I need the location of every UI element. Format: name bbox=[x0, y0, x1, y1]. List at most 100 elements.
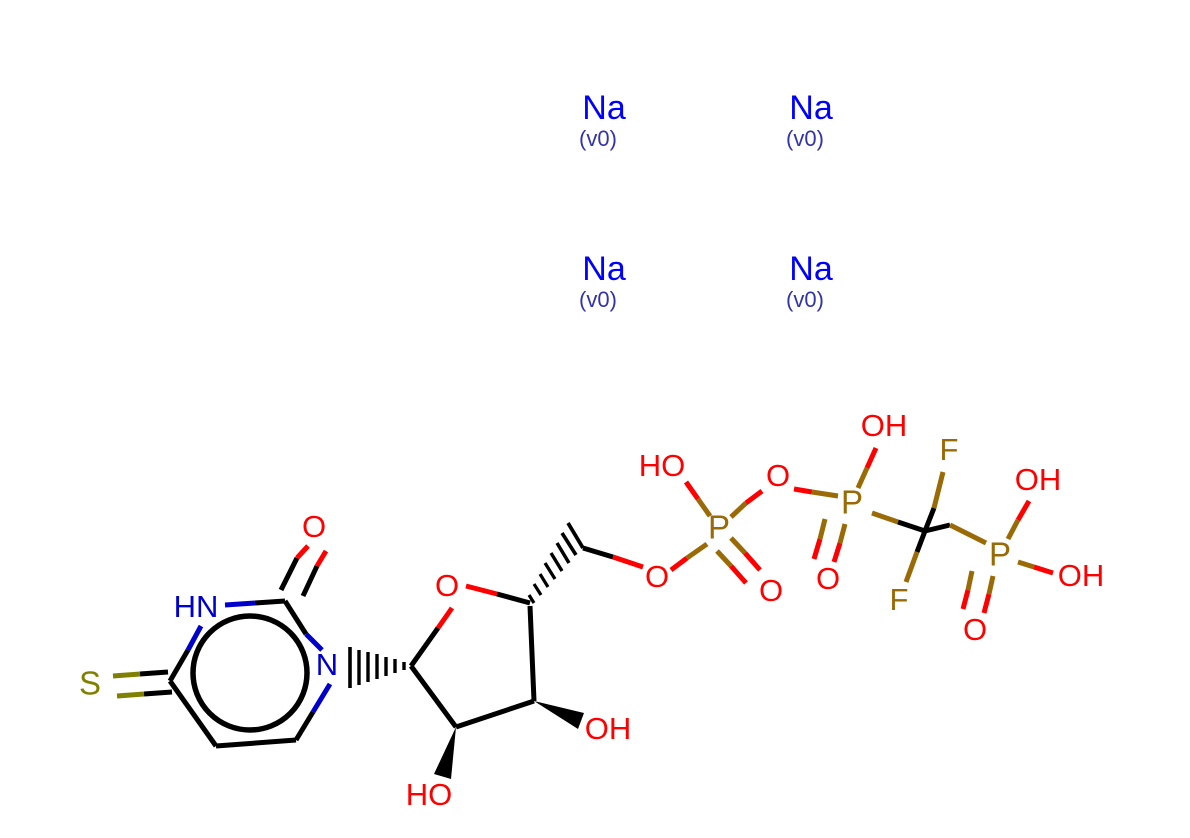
counterion-2: Na(v0) bbox=[786, 89, 833, 151]
bond-c4-s4-lower-a bbox=[143, 689, 173, 697]
bond-c-pg-a bbox=[924, 522, 951, 534]
atom-label-O2prime: HO bbox=[406, 777, 453, 812]
bond-c1p-o4p-b bbox=[435, 606, 455, 630]
atom-label-F2: F bbox=[890, 582, 909, 617]
bond-c4-s4-lower-b bbox=[116, 691, 145, 699]
bond-c1p-o4p-a bbox=[408, 626, 441, 668]
atom-label-O5prime: O bbox=[645, 559, 669, 594]
sodium-valence-label: (v0) bbox=[786, 287, 824, 312]
atom-label-O2: O bbox=[302, 509, 326, 544]
bond-c5-c4 bbox=[167, 679, 219, 748]
sodium-symbol: Na bbox=[789, 250, 833, 288]
bond-pb-oh-a bbox=[855, 466, 870, 490]
atom-label-PG_O: O bbox=[963, 612, 987, 647]
gamma-phosphonate-group bbox=[960, 499, 1054, 614]
atom-label-O4ring: O bbox=[435, 568, 459, 603]
wedge-c3p-oh bbox=[534, 701, 584, 729]
atom-label-N1: N bbox=[316, 647, 338, 682]
bond-pa-o-dbl-b2 bbox=[729, 564, 748, 585]
bond-o4p-c4p-a bbox=[465, 583, 498, 597]
bond-pa-oh-a bbox=[695, 497, 713, 518]
bond-pb-cf2-a bbox=[871, 510, 899, 525]
sodium-valence-label: (v0) bbox=[786, 126, 824, 151]
atom-label-PB: P bbox=[841, 484, 863, 521]
atom-label-F1: F bbox=[940, 432, 959, 467]
atom-label-O_bridge: O bbox=[766, 458, 790, 493]
bond-c5p-o5p-b bbox=[612, 554, 644, 570]
atom-label-S4: S bbox=[79, 665, 101, 702]
bond-c2-n1-a bbox=[282, 599, 309, 636]
bond-c-f1-a bbox=[922, 507, 937, 532]
bond-pg-o-dbl-a1 bbox=[986, 575, 996, 595]
bond-pa-obridge-b bbox=[744, 489, 764, 505]
bond-n1-c6-b bbox=[293, 710, 316, 742]
bond-c4-s4-upper-a bbox=[139, 669, 169, 677]
alpha-phosphate-group bbox=[669, 480, 764, 585]
bond-pa-o-dbl-a1 bbox=[729, 536, 747, 555]
atom-label-PG_OH1: OH bbox=[1015, 462, 1062, 497]
c4p-c5p-hashed-bond bbox=[527, 522, 585, 604]
bond-pb-o-dbl-a1 bbox=[837, 523, 848, 544]
bond-c2-o2-outer-a bbox=[300, 564, 320, 598]
bond-pa-o-dbl-b1 bbox=[715, 549, 733, 568]
wedge-c2p-oh bbox=[434, 727, 456, 779]
atom-label-PB_O: O bbox=[816, 561, 840, 596]
bond-pb-cf2-b bbox=[897, 519, 926, 534]
glycosidic-hashed-bond bbox=[348, 647, 406, 688]
bond-c4-n3-b bbox=[185, 624, 204, 652]
bond-pb-o-dbl-b2 bbox=[811, 538, 823, 560]
bond-pg-o-dbl-b1 bbox=[965, 570, 975, 591]
difluoromethylene-carbon bbox=[903, 471, 988, 583]
counterion-4: Na(v0) bbox=[786, 250, 833, 312]
bond-c-f1-b bbox=[931, 471, 946, 509]
bond-pb-oh-b bbox=[864, 446, 879, 470]
bond-c2p-c1p bbox=[408, 664, 459, 729]
bond-pg-o-dbl-a2 bbox=[981, 593, 992, 614]
atom-label-PA_OH: HO bbox=[639, 448, 686, 483]
bond-obridge-pb-a bbox=[793, 486, 813, 495]
bond-c2-o2-inner-a bbox=[278, 556, 300, 592]
bond-pa-oh-b bbox=[683, 480, 701, 501]
bond-pb-o-dbl-b1 bbox=[817, 518, 828, 540]
bond-c2-n1-b bbox=[304, 632, 324, 652]
bond-pb-o-dbl-a2 bbox=[831, 542, 843, 563]
counterion-3: Na(v0) bbox=[579, 250, 626, 312]
bond-c6-c5 bbox=[215, 737, 297, 749]
sodium-symbol: Na bbox=[582, 250, 626, 288]
bond-n1-c6-a bbox=[310, 682, 333, 714]
bond-n3-c2-a bbox=[224, 600, 256, 608]
bond-pg-oh2-a bbox=[1017, 559, 1035, 570]
sodium-symbol: Na bbox=[582, 89, 626, 127]
thiouracil-ring bbox=[112, 544, 333, 749]
bond-pa-o-dbl-a2 bbox=[743, 551, 762, 572]
sodium-valence-label: (v0) bbox=[579, 126, 617, 151]
bond-c2-o2-outer-b bbox=[314, 549, 329, 568]
aromatic-circle bbox=[190, 613, 310, 733]
ribose-ring bbox=[408, 583, 584, 779]
bond-c2-o2-inner-b bbox=[295, 544, 310, 560]
counterion-1: Na(v0) bbox=[579, 89, 626, 151]
bond-c5p-o5p-a bbox=[582, 545, 614, 560]
bond-o4p-c4p-b bbox=[496, 591, 531, 606]
atom-label-PB_OH: OH bbox=[861, 408, 908, 443]
bond-c4p-c3p bbox=[527, 605, 537, 702]
atom-label-N3H: HN bbox=[174, 589, 219, 624]
bond-pa-obridge-a bbox=[729, 501, 748, 519]
bond-o5p-pa-a bbox=[669, 556, 689, 572]
bond-c3p-c2p bbox=[455, 698, 535, 730]
atom-label-PG_OH2: OH bbox=[1058, 558, 1105, 593]
bond-pg-o-dbl-b2 bbox=[960, 589, 971, 610]
atom-label-O3prime: OH bbox=[585, 711, 632, 746]
sodium-symbol: Na bbox=[789, 89, 833, 127]
bond-pg-oh2-b bbox=[1033, 564, 1054, 576]
atom-label-PG: P bbox=[989, 536, 1011, 573]
bond-o5p-pa-b bbox=[685, 541, 709, 561]
sodium-valence-label: (v0) bbox=[579, 287, 617, 312]
bond-c-f2-a bbox=[914, 530, 928, 553]
sodium-counterion-layer: Na(v0)Na(v0)Na(v0)Na(v0) bbox=[579, 89, 833, 312]
bond-c-pg-b bbox=[948, 522, 988, 546]
atom-label-PA_O: O bbox=[759, 573, 783, 608]
